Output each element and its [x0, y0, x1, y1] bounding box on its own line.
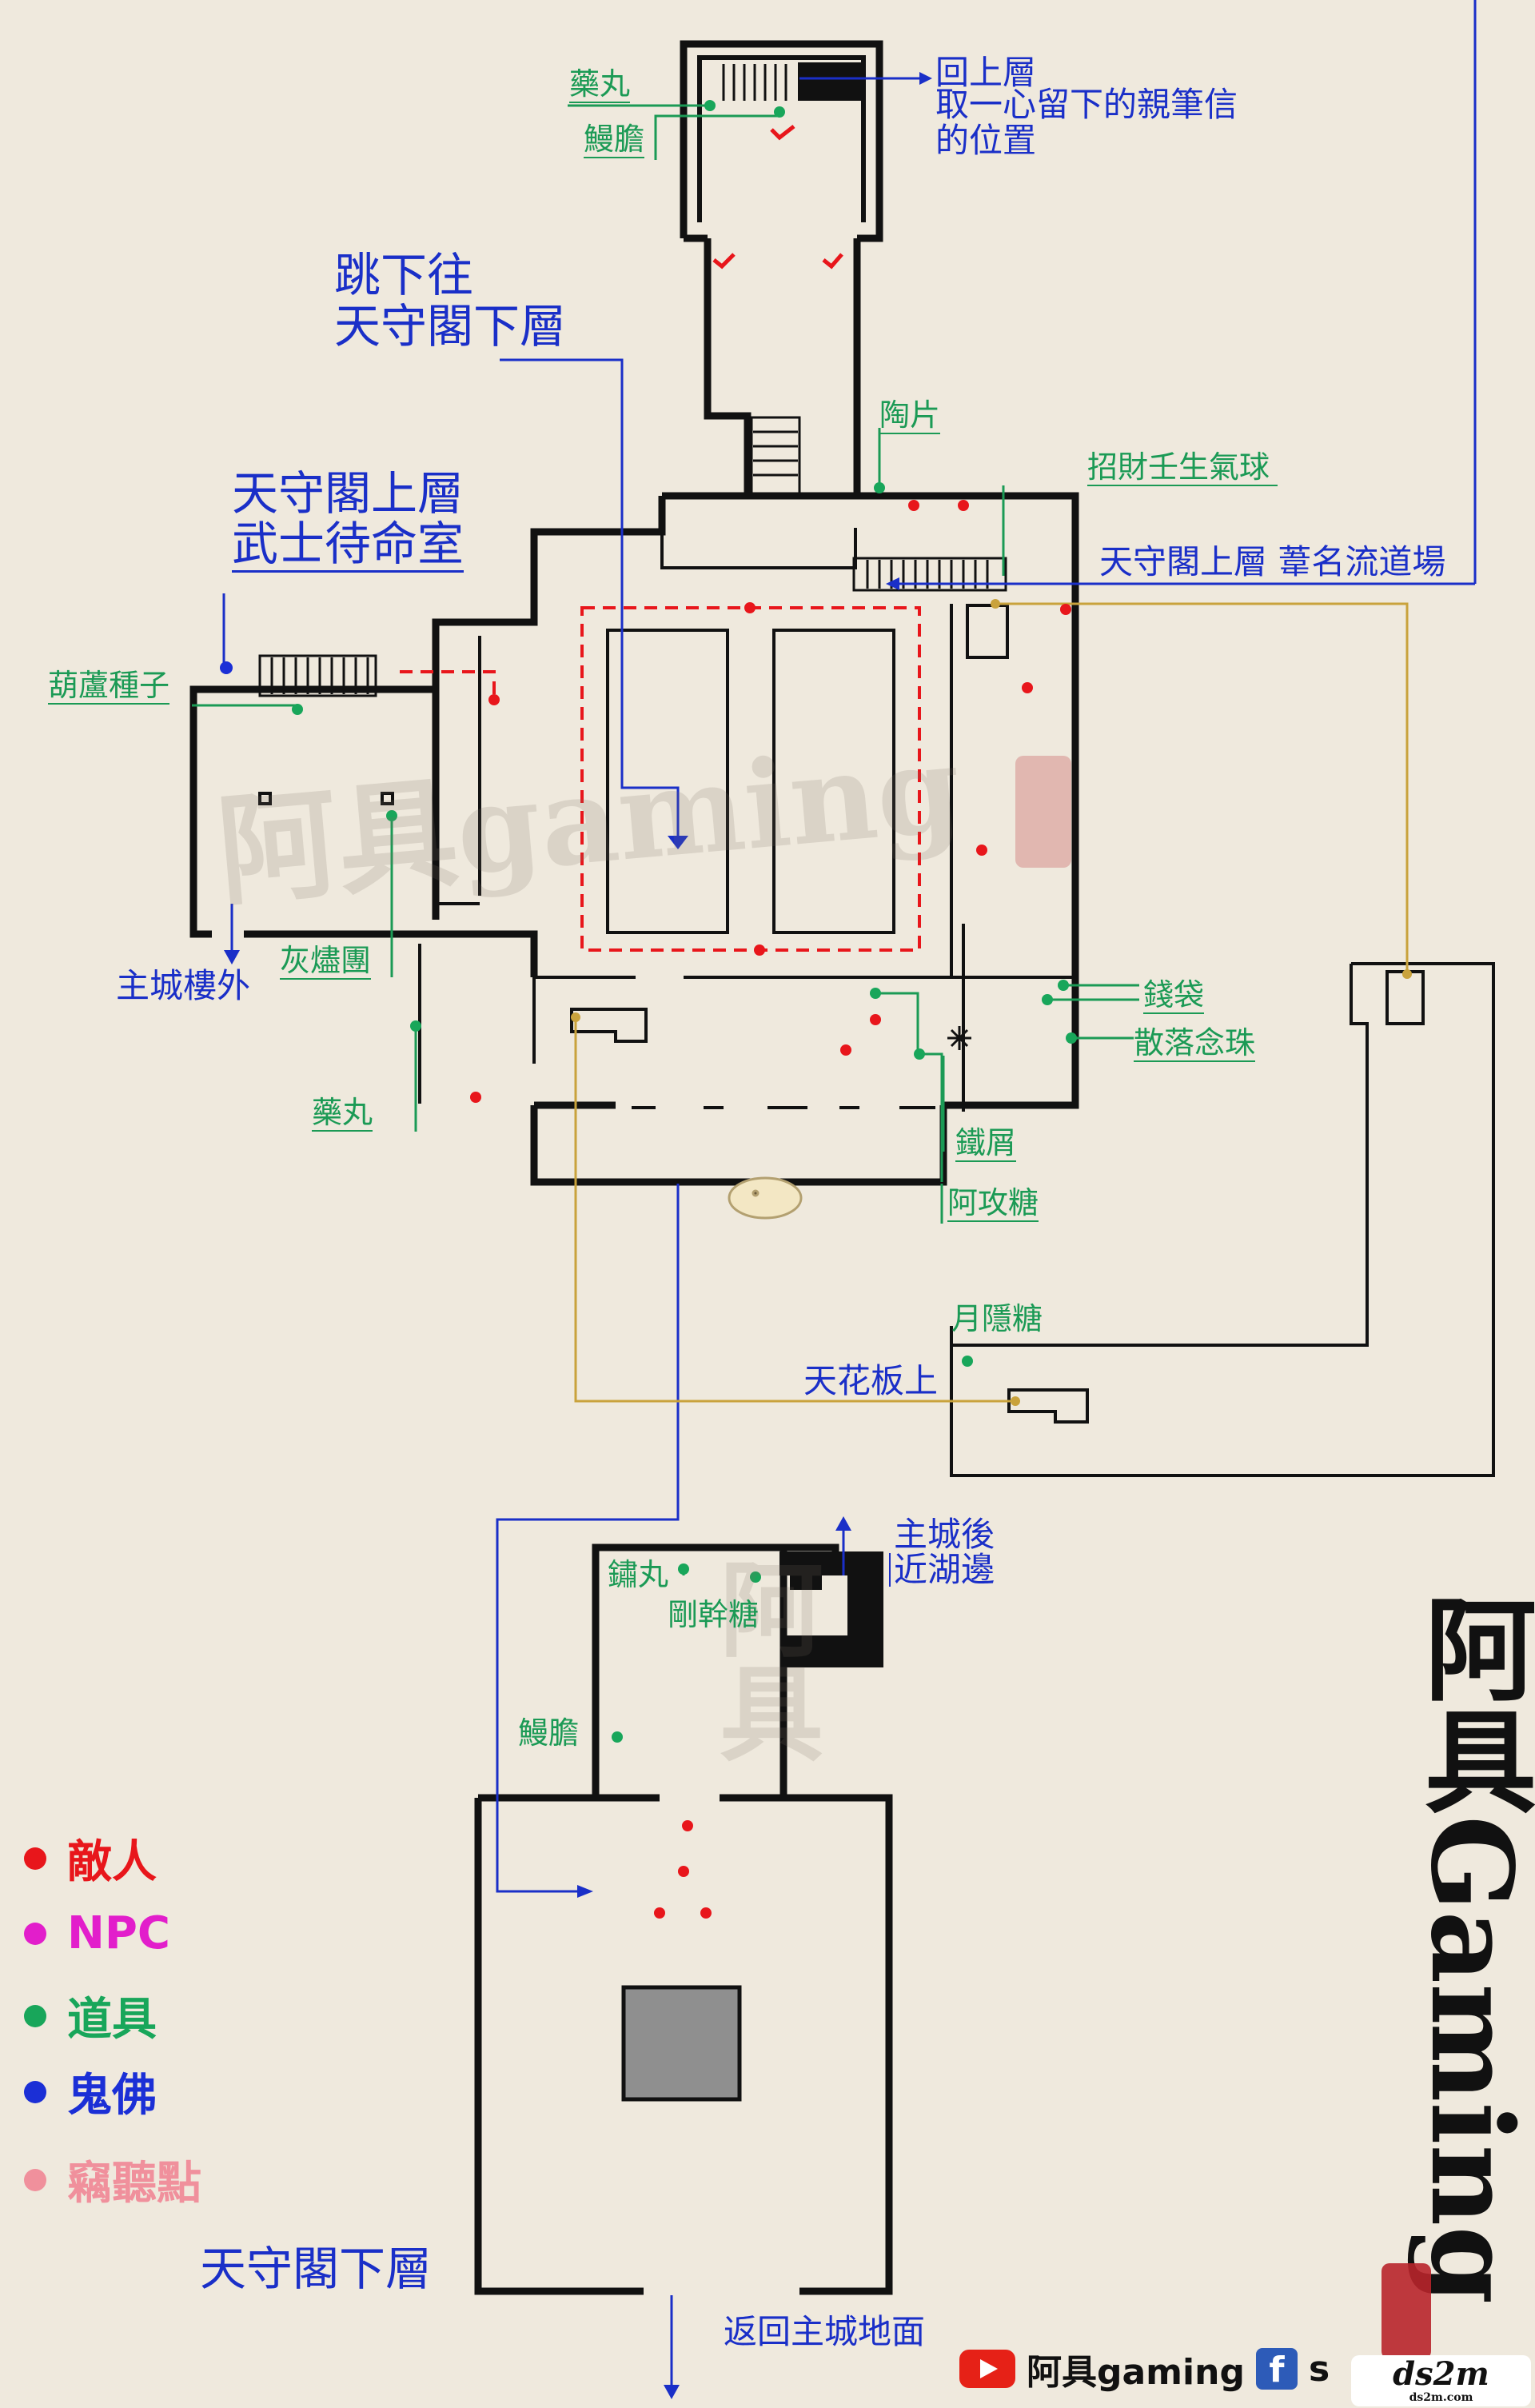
brand-seal — [1382, 2263, 1431, 2359]
label-dojo: 天守閣上層 葦名流道場 — [1099, 542, 1446, 581]
locked-door — [947, 1026, 971, 1050]
legend-enemy-dot — [24, 1847, 46, 1870]
legend-eavesdrop-label: 竊聽點 — [67, 2158, 201, 2210]
label-upper-1: 天守閣上層 — [232, 466, 464, 521]
stairs — [258, 62, 1007, 1667]
legend-item-dot — [24, 2004, 46, 2027]
label-gourd: 葫蘆種子 — [48, 668, 170, 705]
label-medicine: 藥丸 — [312, 1095, 373, 1132]
enemy-markers — [470, 500, 1071, 1919]
walls — [189, 40, 1079, 2295]
seal-watermark — [1015, 756, 1071, 868]
label-beads: 散落念珠 — [1134, 1025, 1256, 1062]
label-jump-1: 跳下往 — [334, 248, 474, 302]
label-lower-floor: 天守閣下層 — [200, 2242, 433, 2296]
checkmarks — [712, 125, 843, 270]
arrowheads — [224, 72, 932, 2399]
label-outside: 主城樓外 — [116, 966, 251, 1005]
legend-eavesdrop: 竊聽點 — [24, 2147, 201, 2212]
label-fortune: 招財壬生氣球 — [1087, 452, 1278, 486]
label-letter-1: 取一心留下的親筆信 — [935, 85, 1238, 124]
site-name: ds2m — [1393, 2355, 1489, 2393]
label-back-up: 回上層 — [935, 53, 1037, 92]
footer-social: 阿具gaming f s — [959, 2343, 1330, 2394]
label-moon-candy: 月隱糖 — [951, 1301, 1043, 1336]
buddha-paths — [222, 0, 1477, 2387]
site-badge: ds2m ds2m.com — [1351, 2355, 1531, 2406]
youtube-icon[interactable] — [959, 2350, 1015, 2388]
legend-item: 道具 — [24, 1983, 157, 2048]
thin-walls — [258, 496, 1495, 1477]
legend-enemy-label: 敵人 — [67, 1836, 157, 1888]
label-behind-1: 主城後 — [894, 1515, 995, 1554]
site-small: ds2m.com — [1409, 2391, 1473, 2404]
label-money: 錢袋 — [1143, 977, 1205, 1014]
label-shard: 陶片 — [879, 397, 941, 434]
legend-npc-dot — [24, 1922, 46, 1945]
mascot-sketch — [728, 1176, 803, 1220]
footer-channel-name[interactable]: 阿具gaming — [1027, 2352, 1245, 2393]
label-lower-eel: 鰻膽 — [518, 1715, 580, 1751]
label-return: 返回主城地面 — [724, 2312, 926, 2351]
watermark-lower: 阿具 — [702, 1555, 824, 1763]
legend-buddha: 鬼佛 — [24, 2059, 157, 2124]
legend-npc: NPC — [24, 1907, 170, 1959]
label-letter-2: 的位置 — [935, 121, 1037, 160]
item-markers — [292, 100, 1077, 1743]
legend-item-label: 道具 — [67, 1994, 157, 2046]
label-attack-candy: 阿攻糖 — [947, 1185, 1039, 1222]
label-scrap: 鐵屑 — [955, 1125, 1017, 1162]
buddha-marker — [220, 661, 233, 674]
item-leaders — [192, 104, 1139, 1575]
label-pellet: 鏽丸 — [608, 1557, 669, 1592]
footer-tail: s — [1308, 2348, 1330, 2390]
label-behind-2: 近湖邊 — [889, 1553, 995, 1587]
legend-npc-label: NPC — [67, 1907, 171, 1959]
brand-signature: 阿具Gaming — [1405, 1591, 1535, 2305]
grey-block — [621, 1985, 742, 2102]
label-jump-2: 天守閣下層 — [334, 299, 567, 353]
label-upper-2: 武士待命室 — [232, 517, 464, 573]
legend-buddha-dot — [24, 2080, 46, 2103]
label-eel-liver: 鰻膽 — [584, 122, 645, 158]
legend-enemy: 敵人 — [24, 1826, 157, 1891]
facebook-icon[interactable]: f — [1255, 2348, 1298, 2390]
label-top-medicine: 藥丸 — [569, 66, 631, 103]
legend-eavesdrop-dot — [24, 2168, 46, 2191]
label-ceiling: 天花板上 — [803, 1361, 939, 1400]
stair-treads — [270, 64, 989, 694]
legend-buddha-label: 鬼佛 — [67, 2070, 157, 2122]
label-steel-candy: 剛幹糖 — [668, 1597, 760, 1632]
ceiling-points — [571, 599, 1412, 1406]
ceiling-path — [574, 602, 1409, 1403]
label-ash: 灰燼團 — [280, 943, 372, 980]
